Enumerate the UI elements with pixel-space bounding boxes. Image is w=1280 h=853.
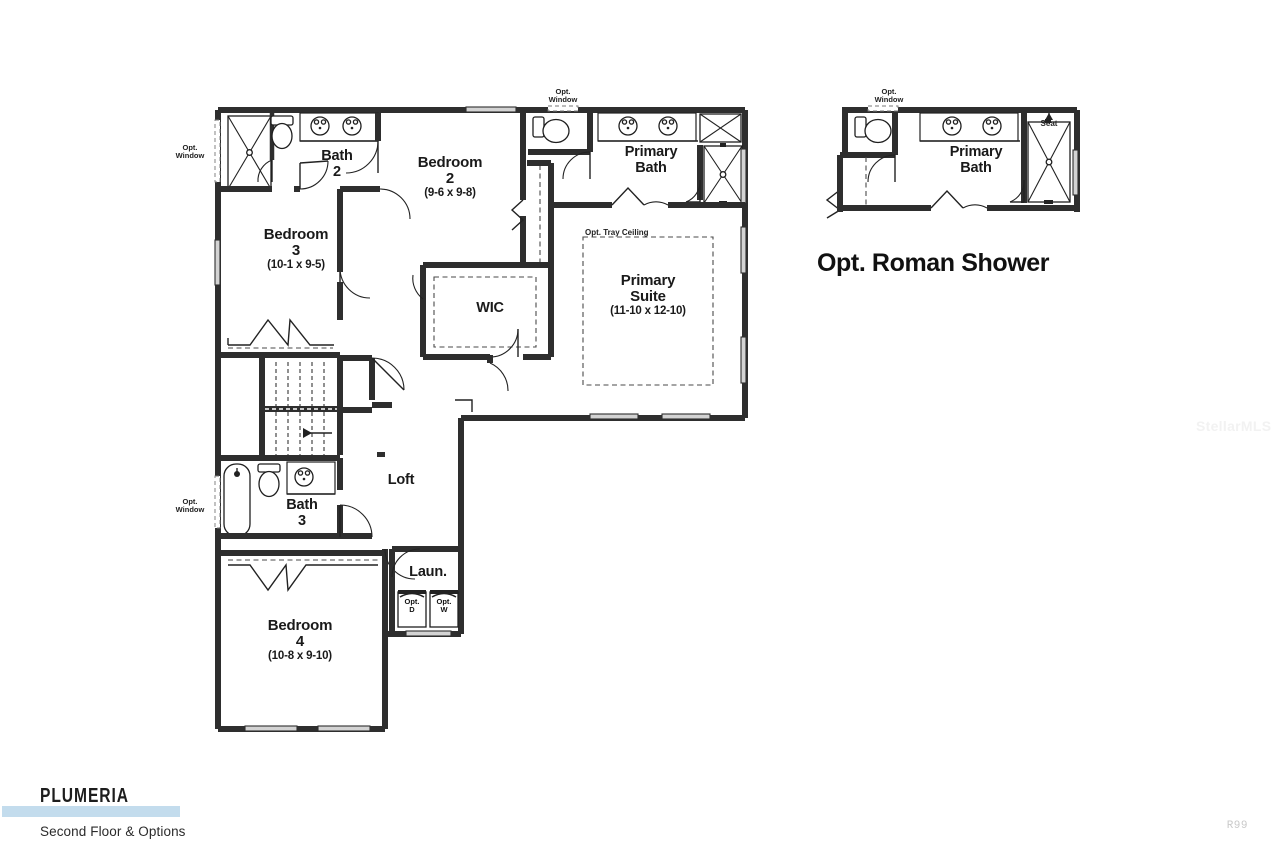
room-name-line: 3 <box>291 242 301 260</box>
room-name-line: Suite <box>630 288 666 306</box>
room-name-line: Bath <box>321 148 353 164</box>
inset-opt-window-annotation: Opt. Window <box>874 87 904 105</box>
room-dimensions: (11-10 x 12-10) <box>610 305 686 318</box>
room-label-bedroom-4: Bedroom 4 (10-8 x 9-10) <box>267 617 333 663</box>
annotation-line: Window <box>175 505 205 515</box>
room-name-line: Bath <box>635 159 667 176</box>
inset-seat-label: Seat <box>1040 119 1058 129</box>
room-label-bedroom-3: Bedroom 3 (10-1 x 9-5) <box>263 226 329 272</box>
room-name-line: Bedroom <box>417 154 483 171</box>
room-name-line: Bath <box>286 497 318 513</box>
annotation-line: Opt. <box>555 87 571 96</box>
room-label-loft: Loft <box>387 472 415 489</box>
inset-room-label-primary-bath: Primary Bath <box>949 144 1003 176</box>
room-name-line: Loft <box>387 472 415 488</box>
room-name-line: 3 <box>298 512 306 529</box>
appliance-line: Opt. <box>436 597 452 606</box>
annotation-line: Opt. <box>182 497 198 506</box>
opt-tray-ceiling-annotation: Opt. Tray Ceiling <box>585 228 649 237</box>
room-name-line: Bedroom <box>263 226 329 243</box>
sheet-subtitle: Second Floor & Options <box>40 824 186 839</box>
room-dimensions: (10-8 x 9-10) <box>268 650 332 663</box>
room-name-line: WIC <box>476 300 504 316</box>
annotation-line: Opt. Tray Ceiling <box>585 228 649 237</box>
room-label-primary-bath: Primary Bath <box>624 144 678 176</box>
room-name-line: Primary <box>624 144 678 160</box>
room-name-line: Laun. <box>409 564 447 580</box>
annotation-line: Opt. <box>182 143 198 152</box>
room-name-line: Primary <box>620 272 676 289</box>
option-title: Opt. Roman Shower <box>817 249 1050 277</box>
room-name-line: Bath <box>960 159 992 176</box>
room-dimensions: (9-6 x 9-8) <box>424 187 476 200</box>
opt-dryer-label: Opt. D <box>405 598 420 614</box>
opt-window-annotation-left-bottom: Opt. Window <box>175 497 205 515</box>
appliance-line: Opt. <box>404 597 420 606</box>
sheet-code: R99 <box>1226 820 1248 832</box>
annotation-line: Seat <box>1040 119 1058 128</box>
mls-watermark: StellarMLS <box>1196 418 1272 434</box>
annotation-line: Opt. <box>881 87 897 96</box>
room-dimensions: (10-1 x 9-5) <box>267 259 325 272</box>
room-name-line: 2 <box>333 163 341 180</box>
opt-window-annotation-left-top: Opt. Window <box>175 143 205 161</box>
brand-accent-bar <box>2 806 180 817</box>
annotation-line: Window <box>175 151 205 161</box>
brand-block: PLUMERIA <box>2 785 180 817</box>
room-label-bedroom-2: Bedroom 2 (9-6 x 9-8) <box>417 154 483 200</box>
room-label-bath-2: Bath 2 <box>321 148 353 180</box>
appliance-line: D <box>409 604 415 614</box>
room-label-wic: WIC <box>476 300 504 317</box>
room-label-laundry: Laun. <box>409 564 447 581</box>
room-name-line: Bedroom <box>267 617 333 634</box>
room-name-line: 4 <box>295 633 305 651</box>
footer: PLUMERIA Second Floor & Options R99 <box>0 780 1280 853</box>
opt-window-annotation-top-center: Opt. Window <box>548 87 578 105</box>
appliance-line: W <box>440 604 448 614</box>
room-name-line: Primary <box>949 144 1003 160</box>
annotation-line: Window <box>874 95 904 105</box>
room-label-primary-suite: Primary Suite (11-10 x 12-10) <box>610 272 686 318</box>
brand-name: PLUMERIA <box>40 785 129 807</box>
opt-washer-label: Opt. W <box>437 598 452 614</box>
annotation-line: Window <box>548 95 578 105</box>
room-name-line: 2 <box>445 170 455 188</box>
room-label-bath-3: Bath 3 <box>286 497 318 529</box>
